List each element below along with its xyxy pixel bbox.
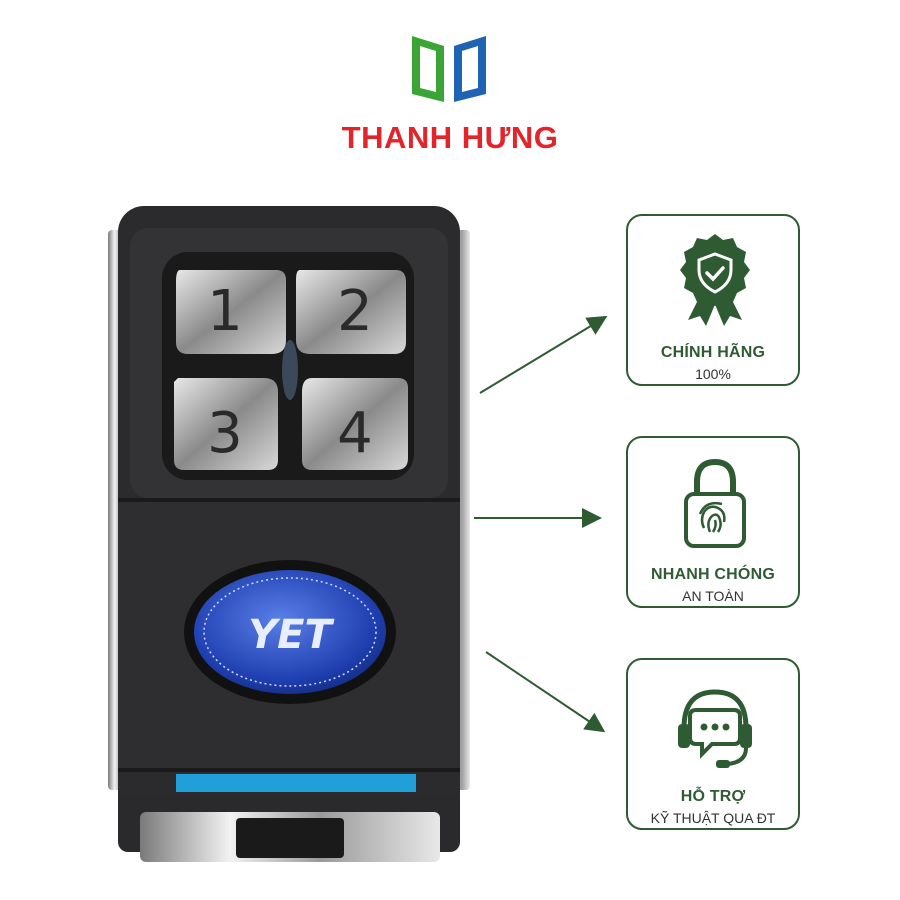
feature-title: NHANH CHÓNG xyxy=(651,566,775,583)
fingerprint-lock-icon xyxy=(684,458,746,548)
feature-card-genuine: CHÍNH HÃNG 100% xyxy=(626,214,800,386)
feature-subtitle: AN TOÀN xyxy=(682,588,744,604)
feature-subtitle: KỸ THUẬT QUA ĐT xyxy=(650,810,776,826)
feature-card-secure: NHANH CHÓNG AN TOÀN xyxy=(626,436,800,608)
brand-name: THANH HƯNG xyxy=(341,120,559,155)
feature-card-support: HỖ TRỢ KỸ THUẬT QUA ĐT xyxy=(626,658,800,830)
headset-support-icon xyxy=(678,689,752,768)
remote-control-image: 1 2 3 4 YET xyxy=(108,206,470,862)
remote-button-3: 3 xyxy=(207,401,243,466)
remote-button-4: 4 xyxy=(337,401,373,466)
remote-brand-badge: YET xyxy=(248,612,334,658)
remote-button-2: 2 xyxy=(337,279,373,344)
remote-button-1: 1 xyxy=(207,279,243,344)
feature-subtitle: 100% xyxy=(695,366,731,382)
brand-logo xyxy=(412,36,486,102)
feature-title: HỖ TRỢ xyxy=(680,788,746,805)
feature-title: CHÍNH HÃNG xyxy=(660,344,766,361)
certified-badge-icon xyxy=(680,234,750,326)
